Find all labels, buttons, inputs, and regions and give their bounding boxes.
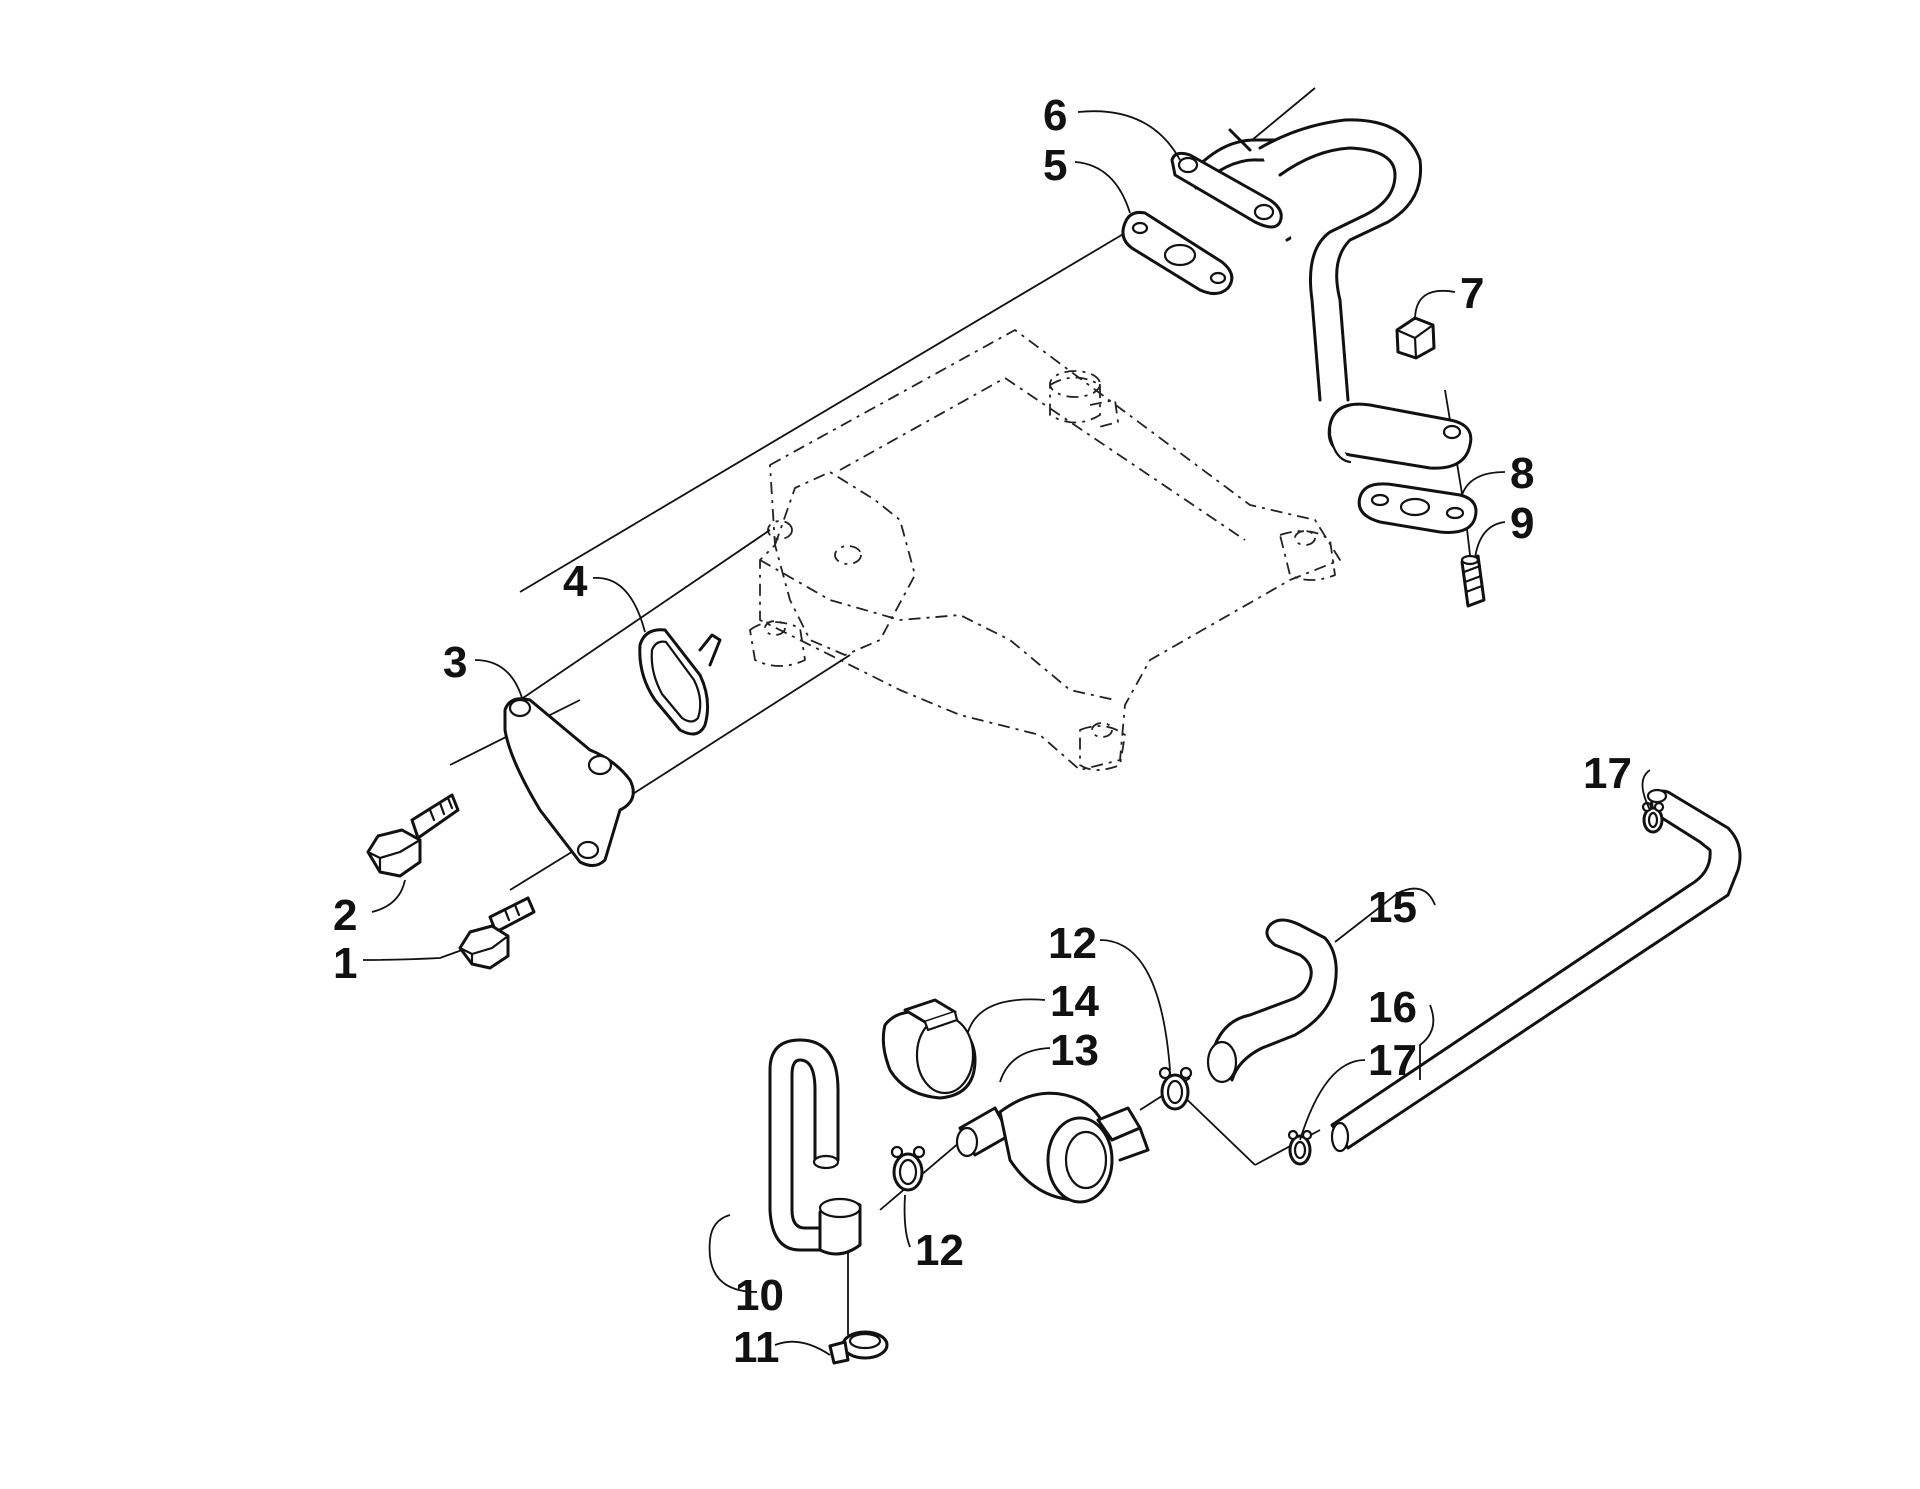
flange-gasket [1357, 482, 1478, 534]
reed-valve [638, 628, 722, 736]
callout-8: 8 [1510, 449, 1534, 498]
u-hose [768, 1038, 862, 1256]
exhaust-gasket [1121, 211, 1234, 295]
long-tube [1330, 788, 1742, 1153]
callout-12-lower: 12 [915, 1226, 964, 1275]
hose-clamp-small [828, 1330, 889, 1365]
short-hose [1206, 918, 1338, 1084]
callout-17-lower: 17 [1368, 1036, 1417, 1085]
callout-1: 1 [333, 939, 357, 988]
callout-16: 16 [1368, 983, 1417, 1032]
reed-cover [503, 697, 635, 867]
callout-14: 14 [1050, 977, 1099, 1026]
callout-labels: 1 2 3 4 5 6 7 8 9 10 11 12 12 13 14 15 1… [333, 91, 1632, 1372]
callout-9: 9 [1510, 499, 1534, 548]
callout-3: 3 [443, 638, 467, 687]
small-clip-lower [1287, 1129, 1313, 1166]
flange-nut [1395, 316, 1436, 360]
hose-clip-left [890, 1145, 926, 1192]
collar [881, 998, 977, 1100]
small-clip-upper [1641, 801, 1665, 834]
callout-15: 15 [1368, 883, 1417, 932]
hose-clip-right [1158, 1066, 1193, 1111]
outlet-pipe [1170, 118, 1423, 402]
long-bolt [366, 793, 460, 878]
callout-2: 2 [333, 891, 357, 940]
stud [1460, 554, 1486, 608]
callout-17-upper: 17 [1583, 749, 1632, 798]
callout-13: 13 [1050, 1026, 1099, 1075]
callout-10: 10 [735, 1271, 784, 1320]
valve-cover-phantom [749, 329, 1341, 771]
callout-12-upper: 12 [1048, 919, 1097, 968]
callout-11: 11 [733, 1323, 780, 1372]
pipe-lower-flange [1327, 402, 1473, 470]
callout-7: 7 [1460, 269, 1484, 318]
check-valve [955, 1091, 1150, 1204]
callout-leaders [362, 110, 1651, 1356]
callout-4: 4 [563, 557, 588, 606]
callout-6: 6 [1043, 91, 1067, 140]
short-bolt [458, 896, 536, 970]
callout-5: 5 [1043, 141, 1067, 190]
